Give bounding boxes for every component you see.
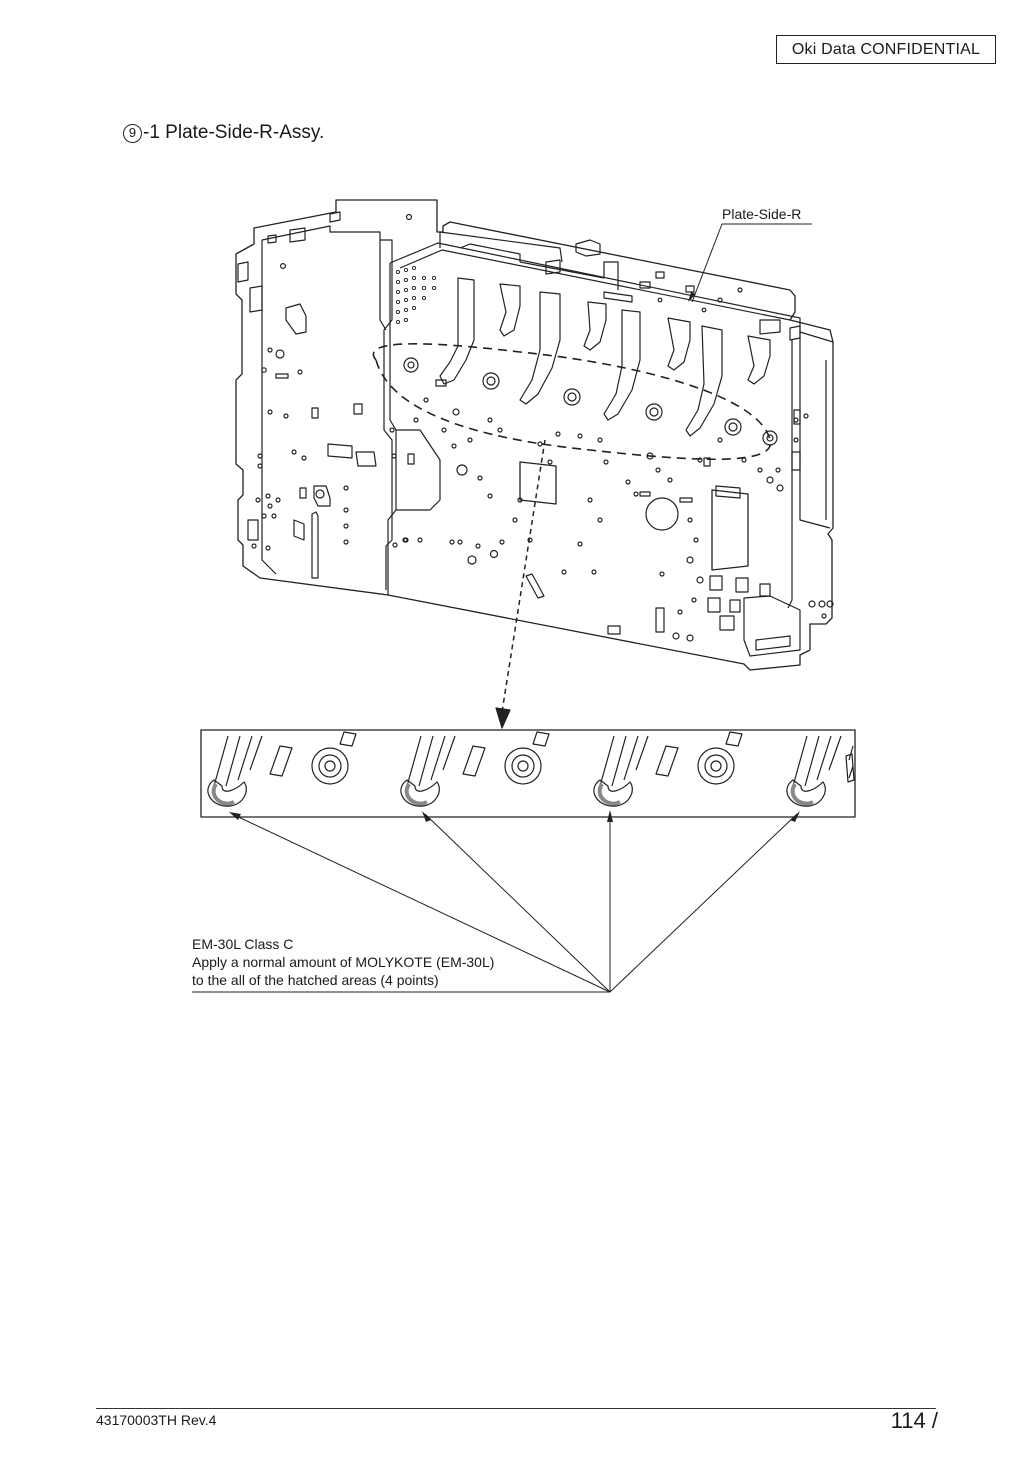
footer-divider — [96, 1408, 936, 1409]
pointer-arrowhead — [495, 707, 511, 729]
document-id: 43170003TH Rev.4 — [96, 1412, 217, 1428]
left-frame-plate — [235, 199, 834, 671]
confidential-label: Oki Data CONFIDENTIAL — [776, 35, 996, 64]
callout-line-3: to the all of the hatched areas (4 point… — [192, 972, 439, 988]
callout-line-1: EM-30L Class C — [192, 936, 294, 952]
section-number: 9 — [123, 124, 142, 143]
callout-arrowheads — [229, 810, 800, 822]
part-label-arrowhead — [688, 292, 696, 302]
detail-view-contents — [207, 731, 855, 807]
section-title: 9-1 Plate-Side-R-Assy. — [123, 121, 324, 145]
plate-side-r-label: Plate-Side-R — [722, 206, 802, 222]
lubrication-callout: EM-30L Class C Apply a normal amount of … — [192, 935, 494, 989]
section-title-text: -1 Plate-Side-R-Assy. — [143, 122, 325, 143]
pointer-dashed-line — [501, 439, 546, 713]
callout-line-2: Apply a normal amount of MOLYKOTE (EM-30… — [192, 954, 495, 970]
part-label-leader — [691, 223, 723, 303]
page-number: 114 / — [890, 1408, 938, 1433]
detail-view-box — [200, 729, 856, 818]
plate-side-r — [372, 231, 834, 657]
callout-leaders — [192, 813, 798, 993]
